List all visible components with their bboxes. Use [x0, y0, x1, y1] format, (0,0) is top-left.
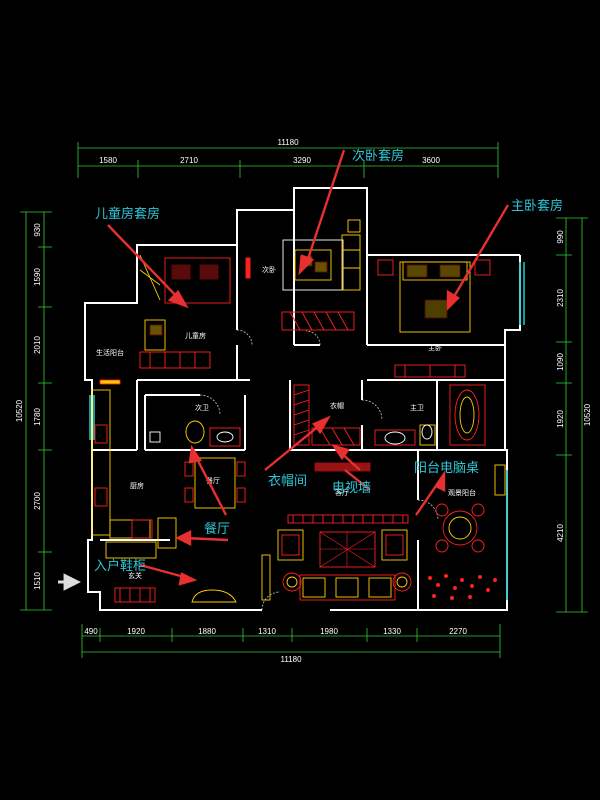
child-room-furniture — [139, 254, 231, 369]
room-label-second-bedroom: 次卧 — [262, 265, 276, 274]
living-room-furniture — [261, 462, 412, 601]
master-bedroom-furniture — [377, 259, 491, 378]
dim-top-1: 1580 — [99, 156, 117, 165]
room-label-entrance: 玄关 — [128, 571, 142, 580]
cloakroom-furniture — [293, 384, 361, 446]
dim-left-2: 1590 — [33, 268, 42, 286]
dim-top-3: 3290 — [293, 156, 311, 165]
room-label-dining: 餐厅 — [206, 476, 220, 485]
dim-bottom-2: 1920 — [127, 627, 145, 636]
dim-bottom-7: 2270 — [449, 627, 467, 636]
room-label-leisure-balcony: 观景阳台 — [448, 488, 476, 497]
dim-left-6: 1510 — [33, 572, 42, 590]
dim-bottom-6: 1330 — [383, 627, 401, 636]
room-label-second-bath: 次卫 — [195, 403, 209, 412]
second-bedroom-furniture — [245, 219, 361, 331]
dimension-lines — [20, 142, 588, 658]
dim-left-1: 930 — [33, 223, 42, 237]
callout-cloak-room: 衣帽间 — [268, 473, 307, 489]
kitchen-furniture — [91, 379, 153, 539]
callout-entry-shoe: 入户鞋柜 — [94, 558, 146, 574]
callout-child-suite: 儿童房套房 — [95, 206, 160, 222]
room-label-living: 客厅 — [335, 488, 349, 497]
dim-left-total: 10520 — [15, 399, 24, 422]
room-label-master-bath: 主卫 — [410, 403, 424, 412]
dim-top-2: 2710 — [180, 156, 198, 165]
callout-tv-wall: 电视墙 — [332, 481, 371, 496]
room-label-master-bedroom: 主卧 — [428, 343, 442, 352]
dim-left-3: 2010 — [33, 336, 42, 354]
room-label-child: 儿童房 — [185, 331, 206, 340]
dim-right-3: 1090 — [556, 353, 565, 371]
room-label-kitchen: 厨房 — [130, 481, 144, 490]
dim-right-total: 10520 — [583, 403, 592, 426]
dim-right-5: 4210 — [556, 524, 565, 542]
room-label-cloakroom: 衣帽 — [330, 401, 344, 410]
door-swings — [199, 329, 439, 611]
walls — [84, 187, 521, 611]
dim-bottom-4: 1310 — [258, 627, 276, 636]
balcony-furniture — [428, 464, 506, 600]
dim-left-4: 1780 — [33, 408, 42, 426]
callout-arrows — [107, 149, 510, 586]
dim-bottom-3: 1880 — [198, 627, 216, 636]
entrance-furniture — [58, 573, 237, 603]
callout-dining-room: 餐厅 — [204, 521, 230, 537]
dim-bottom-5: 1980 — [320, 627, 338, 636]
windows — [89, 262, 525, 600]
second-bath-fixtures — [149, 420, 241, 447]
dining-furniture — [105, 457, 246, 559]
callout-master-suite: 主卧套房 — [511, 198, 563, 214]
callout-second-suite: 次卧套房 — [352, 148, 404, 164]
dim-top-4: 3600 — [422, 156, 440, 165]
dim-right-2: 2310 — [556, 289, 565, 307]
dim-top-total: 11180 — [277, 138, 299, 147]
callout-balcony-desk: 阳台电脑桌 — [414, 461, 479, 476]
master-bath-fixtures — [374, 384, 486, 446]
dim-right-4: 1920 — [556, 410, 565, 428]
dim-bottom-total: 11180 — [280, 655, 302, 664]
dim-bottom-1: 490 — [84, 627, 98, 636]
dim-left-5: 2700 — [33, 492, 42, 510]
room-label-life-balcony: 生活阳台 — [96, 348, 124, 357]
dim-right-1: 990 — [556, 230, 565, 244]
